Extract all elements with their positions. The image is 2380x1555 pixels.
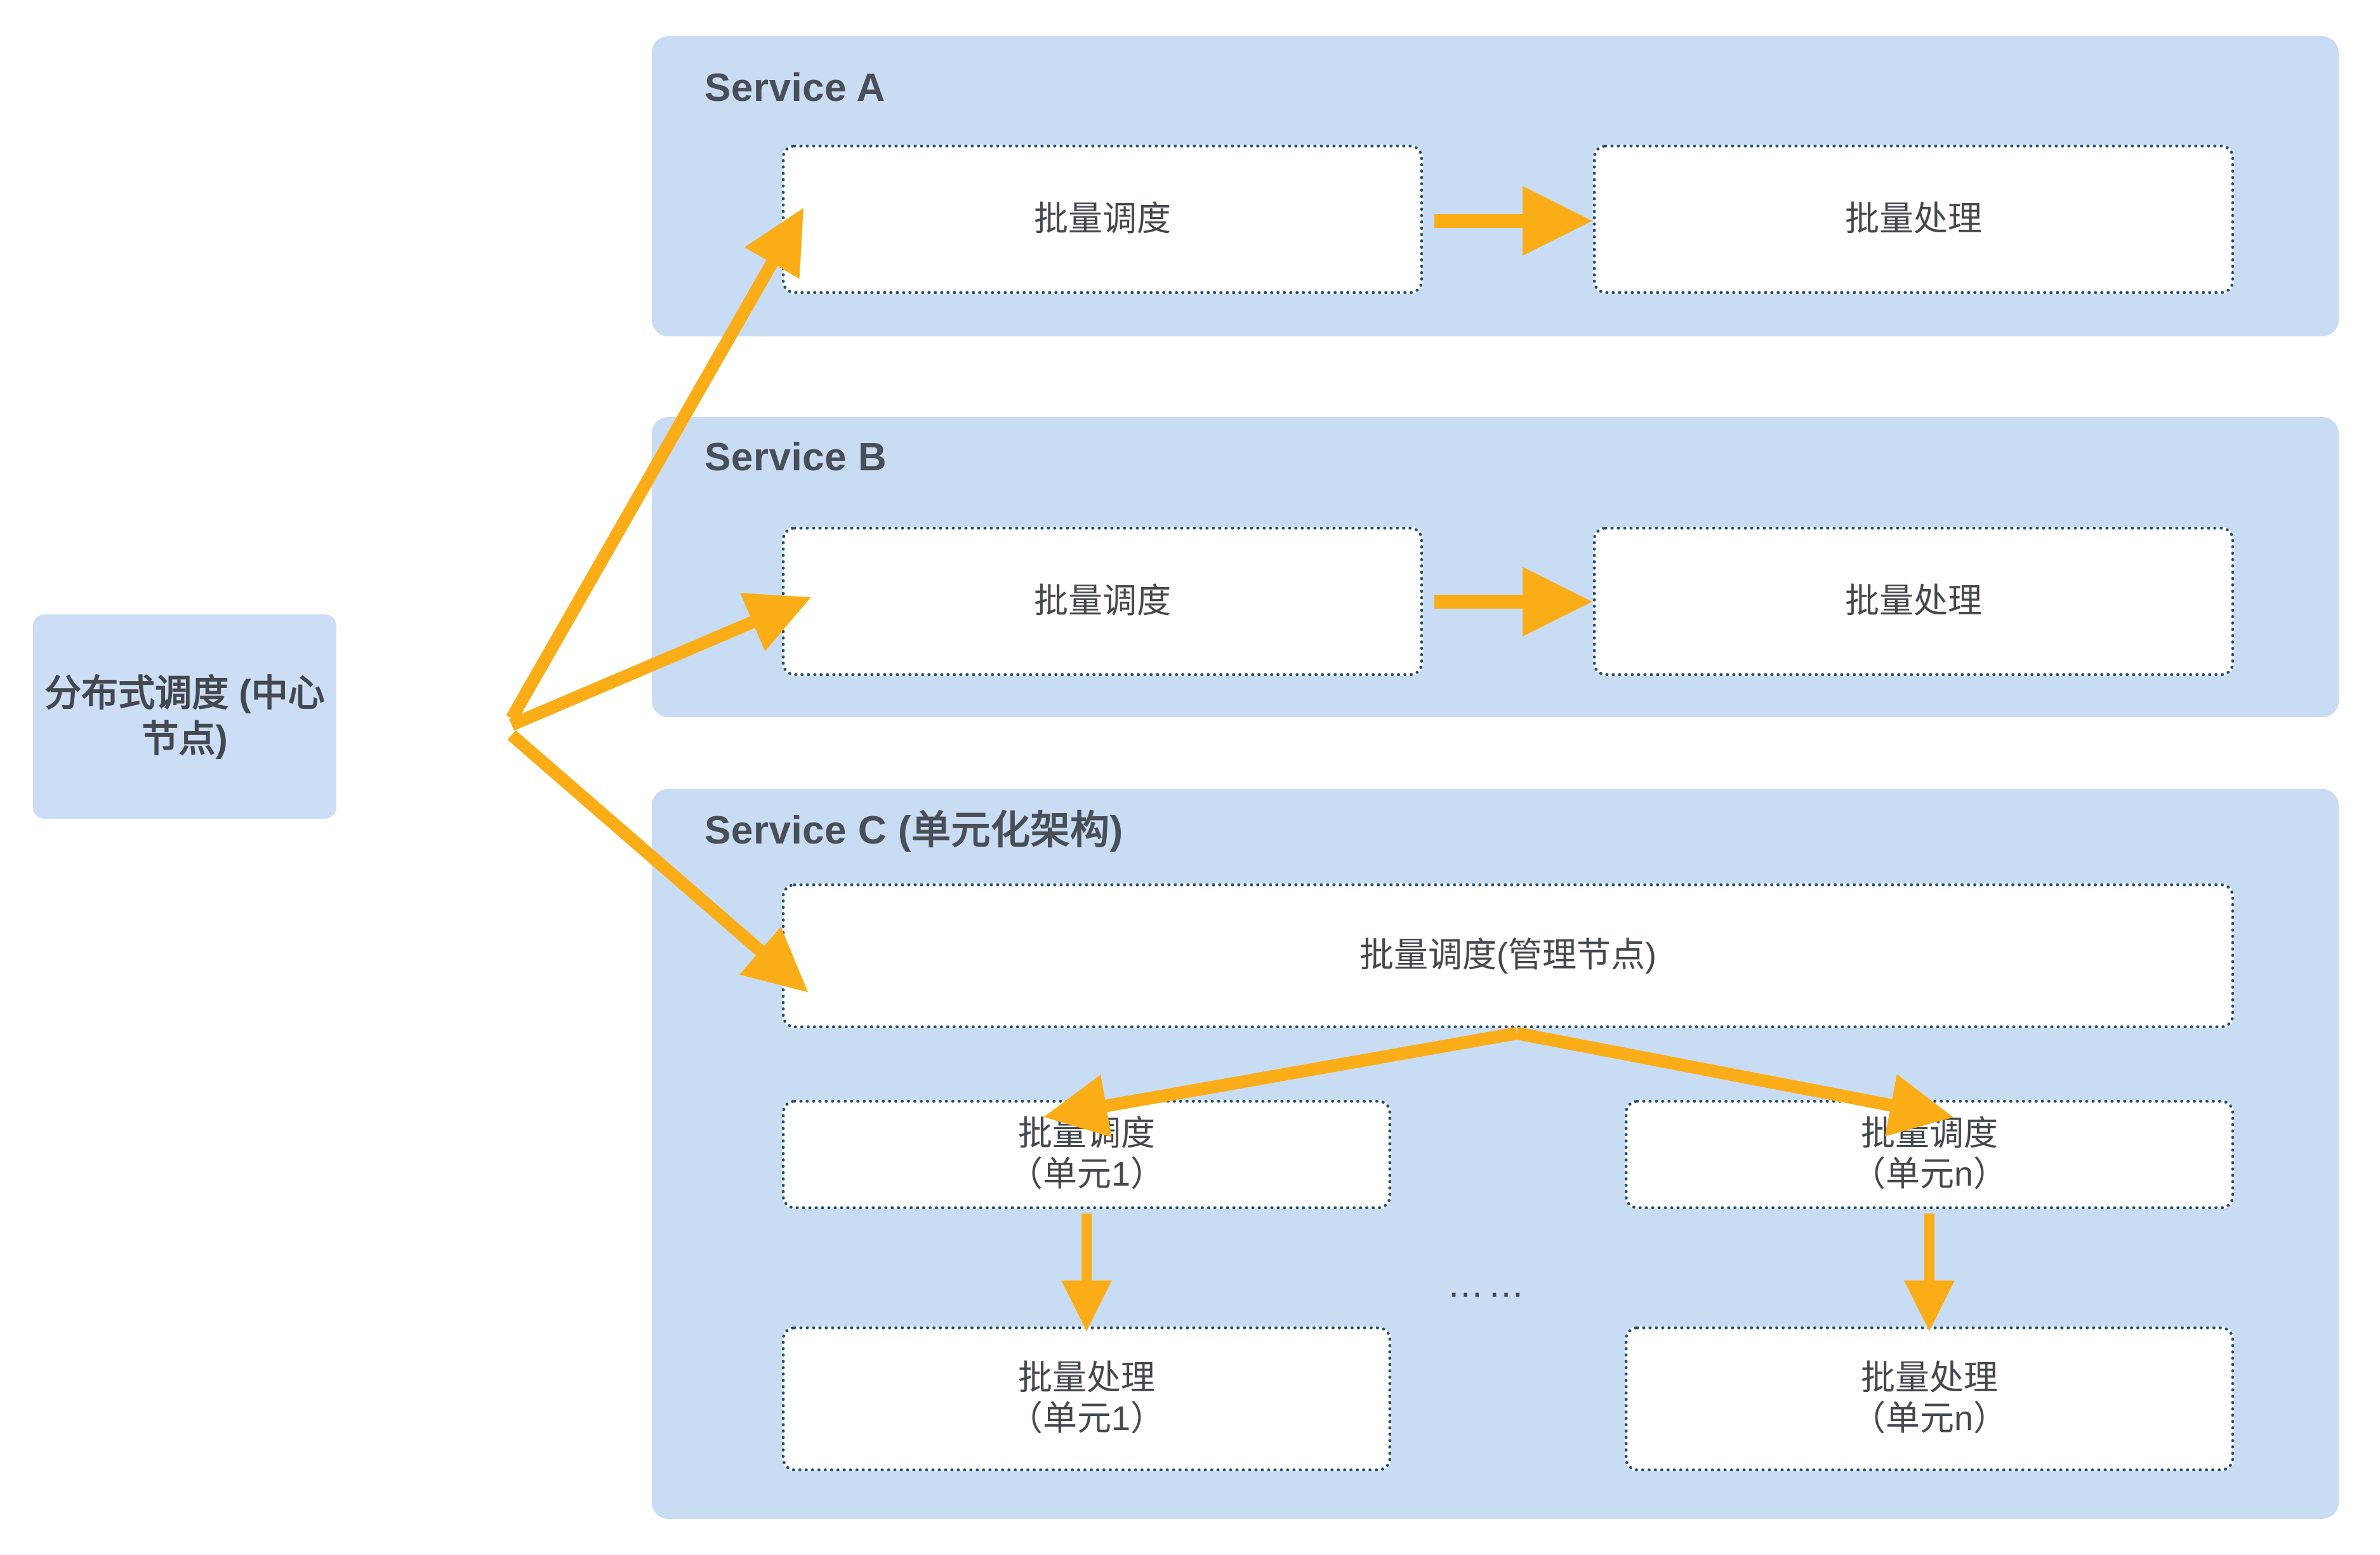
service-c-unitn-schedule-label: 批量调度 [1860, 1115, 1998, 1153]
service-c-unit1-process-node[interactable]: 批量处理 （单元1） [782, 1327, 1391, 1471]
service-c-manager-label: 批量调度(管理节点) [1359, 936, 1656, 975]
service-a-process-label: 批量处理 [1845, 199, 1982, 238]
service-c-unitn-schedule-node[interactable]: 批量调度 （单元n） [1625, 1100, 2234, 1209]
service-c-unitn-schedule-sub: （单元n） [1851, 1155, 2008, 1193]
service-b-schedule-label: 批量调度 [1034, 581, 1171, 620]
service-c-manager-node[interactable]: 批量调度(管理节点) [782, 883, 2234, 1028]
service-b-process-label: 批量处理 [1845, 581, 1982, 620]
service-a-schedule-node[interactable]: 批量调度 [782, 145, 1423, 294]
units-ellipsis: …… [1447, 1264, 1528, 1305]
service-c-unitn-process-label: 批量处理 [1860, 1359, 1998, 1398]
central-scheduler-line1: 分布式调度 [44, 672, 229, 714]
service-c-title: Service C (单元化架构) [704, 809, 1123, 852]
service-a-process-node[interactable]: 批量处理 [1593, 145, 2234, 294]
service-c-unit1-schedule-label: 批量调度 [1017, 1115, 1155, 1153]
service-c-unit1-schedule-sub: （单元1） [1008, 1155, 1165, 1193]
service-c-unit1-process-label: 批量处理 [1017, 1359, 1155, 1398]
service-b-title: Service B [704, 435, 887, 479]
service-c-unit1-schedule-node[interactable]: 批量调度 （单元1） [782, 1100, 1391, 1209]
service-a-schedule-label: 批量调度 [1034, 199, 1171, 238]
service-c-unit1-process-sub: （单元1） [1008, 1400, 1165, 1438]
service-c-unitn-process-node[interactable]: 批量处理 （单元n） [1625, 1327, 2234, 1471]
central-scheduler-line2: (中心节点) [142, 672, 325, 760]
central-scheduler-node[interactable]: 分布式调度 (中心节点) [33, 614, 336, 819]
service-b-process-node[interactable]: 批量处理 [1593, 527, 2234, 676]
service-a-title: Service A [704, 66, 885, 110]
service-b-schedule-node[interactable]: 批量调度 [782, 527, 1423, 676]
service-c-unitn-process-sub: （单元n） [1851, 1400, 2008, 1438]
